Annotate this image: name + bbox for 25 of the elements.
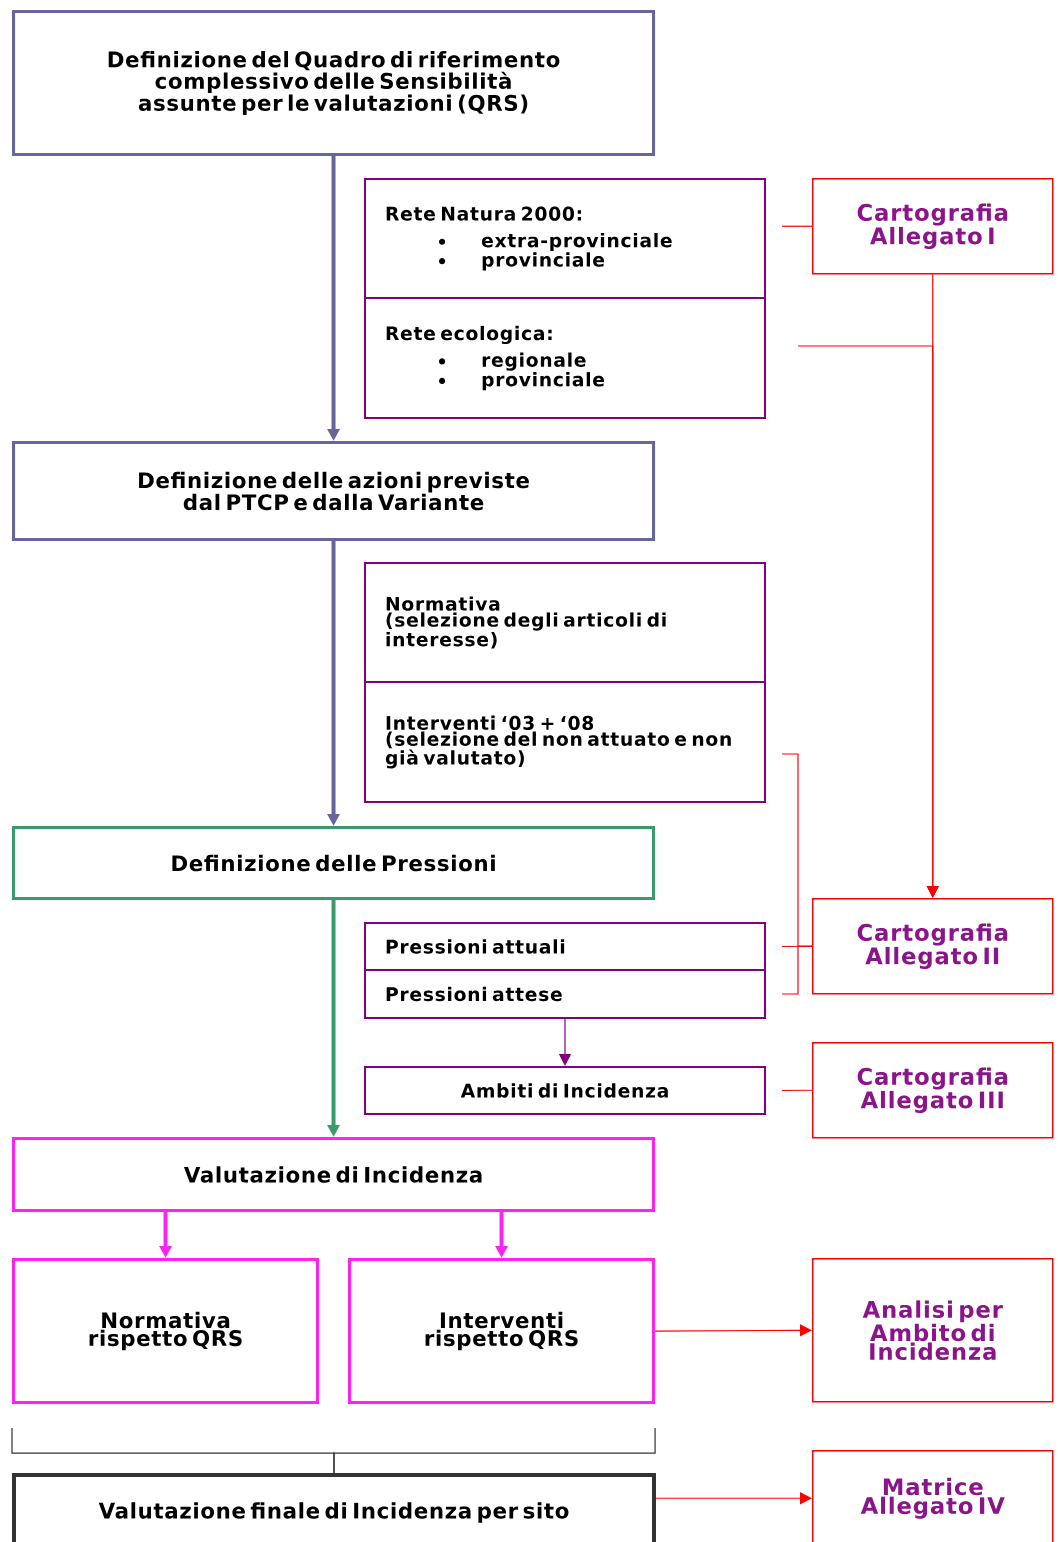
process-box: Normativa rispetto QRS <box>12 1258 320 1405</box>
info-box: Rete Natura 2000: extra-provinciale provinciale <box>364 178 766 299</box>
output-box: Matrice Allegato IV <box>812 1450 1054 1542</box>
process-box: Valutazione di Incidenza <box>12 1137 656 1213</box>
output-box: Analisi per Ambito di Incidenza <box>812 1258 1054 1403</box>
output-box: Cartografia Allegato I <box>812 178 1054 275</box>
info-box: Normativa (selezione degli articoli di interesse) <box>364 562 766 683</box>
connector-line <box>333 1427 656 1474</box>
connector-line <box>781 1089 813 1092</box>
info-box: Rete ecologica: regionale provinciale <box>364 297 766 419</box>
info-box: Pressioni attese <box>364 969 766 1019</box>
process-box: Definizione delle azioni previste dal PTCP e dalla Variante <box>12 441 656 542</box>
arrow <box>926 273 939 898</box>
output-box: Cartografia Allegato III <box>812 1042 1054 1139</box>
process-box: Interventi rispetto QRS <box>348 1258 656 1405</box>
info-box: Ambiti di Incidenza <box>364 1066 766 1115</box>
output-box: Cartografia Allegato II <box>812 898 1054 995</box>
process-box: Valutazione finale di Incidenza per sito <box>12 1473 656 1542</box>
process-box: Definizione delle Pressioni <box>12 826 656 901</box>
connector-line <box>781 945 813 995</box>
process-box: Definizione del Quadro di riferimento complessivo delle Sensibilità assunte per le valutazioni (QRS) <box>12 10 656 157</box>
info-box: Interventi ‘03 + ‘08 (selezione del non attuato e non già valutato) <box>364 681 766 803</box>
connector-line <box>781 225 813 227</box>
arrow <box>654 1324 812 1337</box>
info-box: Pressioni attuali <box>364 922 766 971</box>
